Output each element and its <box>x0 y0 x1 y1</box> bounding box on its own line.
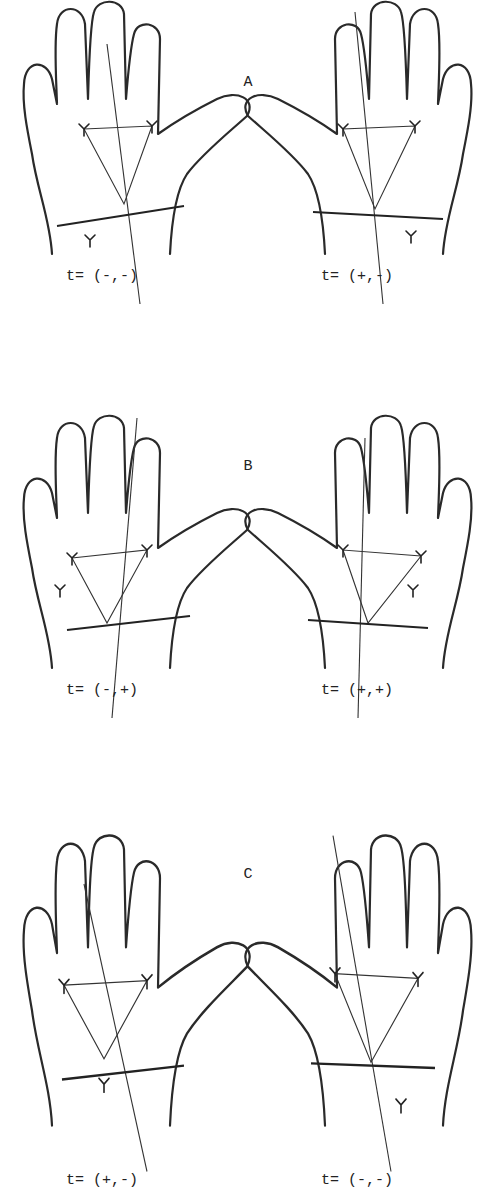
row-letter: A <box>243 75 252 90</box>
pattern-label: t= (-,+) <box>66 683 138 698</box>
hand-figure <box>245 2 471 304</box>
row-letter: C <box>243 867 252 882</box>
pattern-label: t= (+,+) <box>321 683 393 698</box>
row-b <box>24 416 472 718</box>
hand-figure <box>245 835 471 1171</box>
hand-figure <box>245 416 471 718</box>
pattern-label: t= (+,-) <box>321 269 393 284</box>
pattern-label: t= (+,-) <box>66 1173 138 1188</box>
row-c <box>24 835 472 1171</box>
hand-figure <box>24 835 250 1171</box>
row-letter: B <box>243 459 252 474</box>
row-a <box>24 2 472 304</box>
pattern-label: t= (-,-) <box>321 1173 393 1188</box>
pattern-label: t= (-,-) <box>66 269 138 284</box>
hand-figure <box>24 416 250 718</box>
hand-figure <box>24 2 250 304</box>
